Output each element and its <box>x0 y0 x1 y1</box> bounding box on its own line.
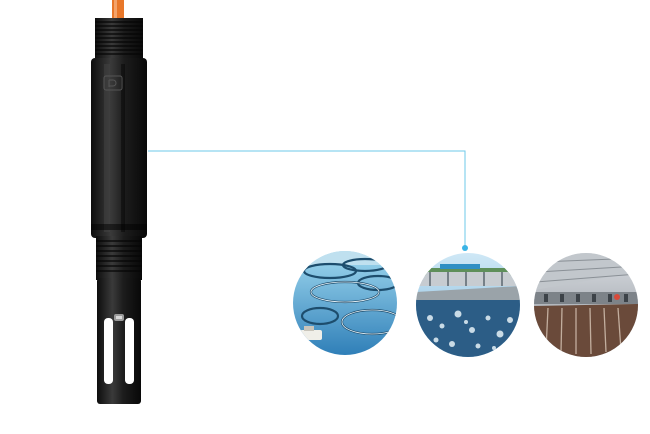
connector-dot <box>462 245 468 251</box>
connector-line <box>148 150 468 251</box>
probe-thread-top <box>95 18 143 60</box>
aquaculture-fish-farm-icon <box>293 251 397 355</box>
wastewater-aeration-tank-icon <box>416 253 520 357</box>
probe-body <box>91 58 147 238</box>
probe-thread-bottom <box>96 236 142 280</box>
probe-logo <box>103 75 123 91</box>
ph-sensor-probe-icon <box>91 0 147 404</box>
industrial-water-treatment-icon <box>534 253 638 357</box>
probe-sensor-guard <box>97 278 141 404</box>
